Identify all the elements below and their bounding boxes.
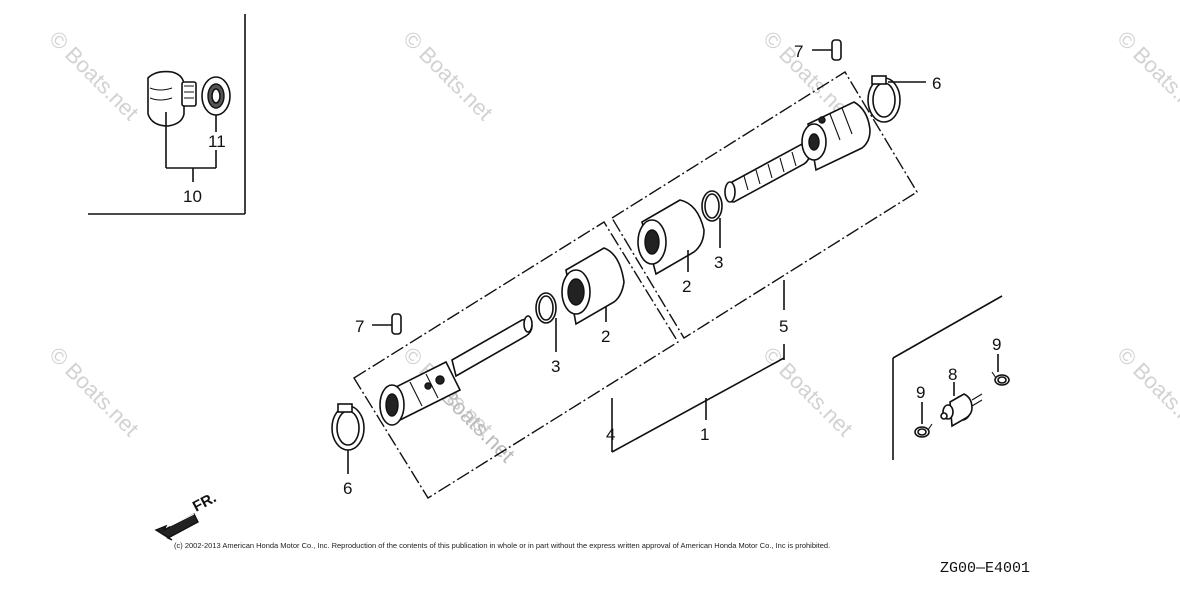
joint-housing-right bbox=[801, 101, 871, 172]
callout-5: 5 bbox=[779, 317, 788, 336]
hose-clamp-6-upper: 6 bbox=[867, 74, 941, 123]
front-direction-arrow: FR. bbox=[154, 489, 219, 541]
diagram-code: ZG00—E4001 bbox=[940, 560, 1030, 577]
drain-plug bbox=[147, 70, 197, 127]
callout-3-left: 3 bbox=[551, 357, 560, 376]
callout-6-upper: 6 bbox=[932, 74, 941, 93]
watermark: © Boats.net bbox=[1112, 342, 1180, 441]
clip-9-left: 9 bbox=[914, 383, 933, 438]
hose-clamp-6-lower: 6 bbox=[331, 403, 365, 498]
inset-plug-group: 11 10 bbox=[88, 14, 246, 215]
grommet-8: 8 bbox=[940, 365, 983, 428]
splined-shaft bbox=[724, 143, 811, 203]
callout-9-right: 9 bbox=[992, 335, 1001, 354]
joint-housing-left bbox=[379, 360, 462, 426]
front-label: FR. bbox=[190, 489, 219, 515]
callout-1: 1 bbox=[700, 425, 709, 444]
watermark: © Boats.net bbox=[44, 26, 143, 125]
pin-7-upper: 7 bbox=[794, 39, 842, 61]
watermark: © Boats.net bbox=[44, 342, 143, 441]
inset-grommet-group: 8 9 9 bbox=[892, 295, 1010, 460]
callout-2-left: 2 bbox=[601, 327, 610, 346]
clip-9-right: 9 bbox=[991, 335, 1010, 386]
assembly-brackets: 4 5 1 bbox=[606, 280, 788, 453]
watermark: © Boats.net bbox=[1112, 26, 1180, 125]
copyright-notice: (c) 2002-2013 American Honda Motor Co., … bbox=[174, 541, 830, 550]
assembly-5-outline bbox=[611, 71, 918, 339]
pin-7-lower: 7 bbox=[355, 313, 402, 336]
callout-3-right: 3 bbox=[714, 253, 723, 272]
bushing-2-right: 2 bbox=[637, 199, 705, 296]
callout-2-right: 2 bbox=[682, 277, 691, 296]
washer-11 bbox=[201, 76, 231, 116]
callout-7-upper: 7 bbox=[794, 42, 803, 61]
callout-4: 4 bbox=[606, 425, 615, 444]
o-ring-3-right: 3 bbox=[701, 190, 723, 272]
watermark: © Boats.net bbox=[398, 26, 497, 125]
callout-6-lower: 6 bbox=[343, 479, 352, 498]
shaft-left bbox=[451, 315, 533, 378]
o-ring-3-left: 3 bbox=[535, 292, 560, 376]
callout-10: 10 bbox=[183, 187, 202, 206]
callout-8: 8 bbox=[948, 365, 957, 384]
assembly-4-outline bbox=[353, 221, 679, 499]
callout-7-lower: 7 bbox=[355, 317, 364, 336]
bushing-2-left: 2 bbox=[561, 247, 625, 346]
callout-9-left: 9 bbox=[916, 383, 925, 402]
watermark: © Boats.net bbox=[758, 342, 857, 441]
callout-11: 11 bbox=[208, 132, 226, 151]
